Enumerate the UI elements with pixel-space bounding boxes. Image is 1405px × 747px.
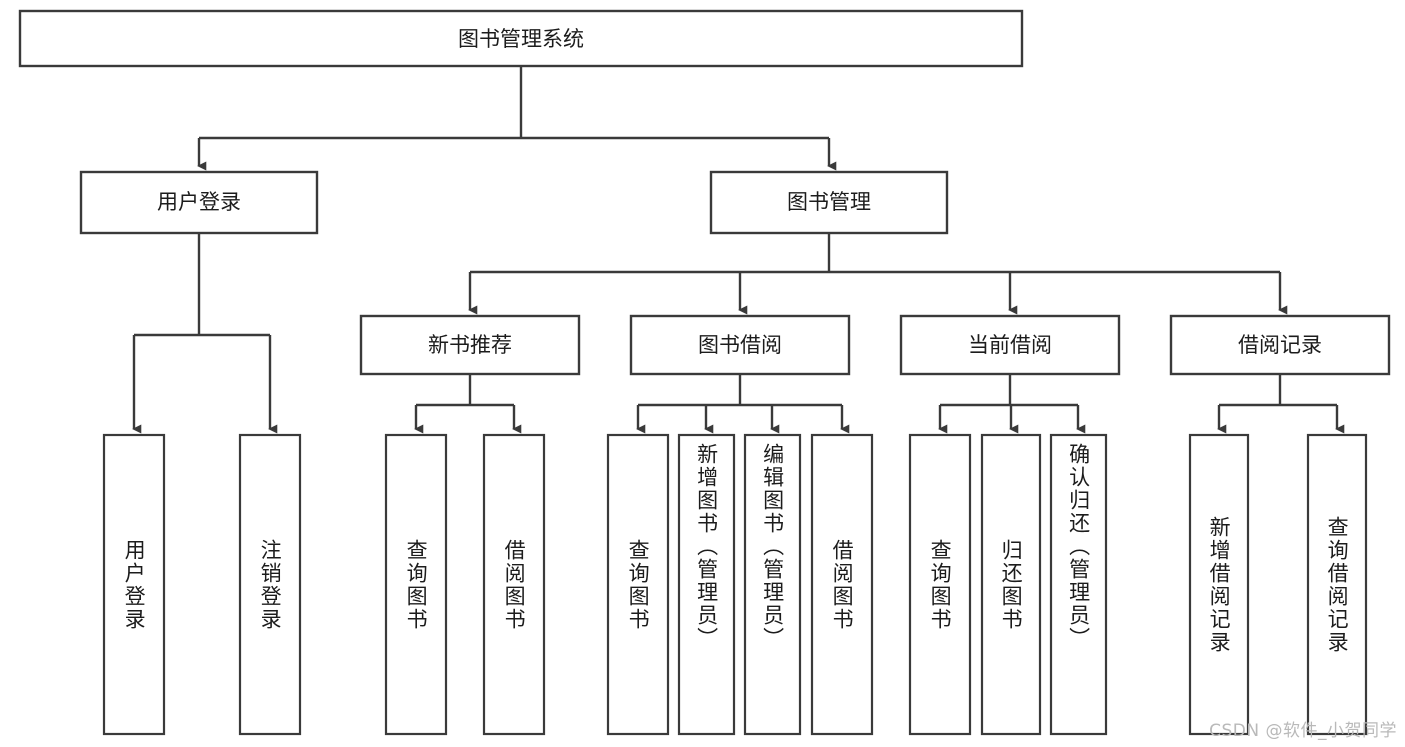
- node-user-login-box[interactable]: [79, 170, 319, 235]
- node-borrow-records-box[interactable]: [1169, 314, 1391, 376]
- leaf-box-user-login[interactable]: [102, 433, 166, 736]
- connector-group-book-mgmt: [468, 233, 1288, 315]
- node-current-borrow-label: 当前借阅: [968, 333, 1052, 357]
- leaf-box-query-book-borrow[interactable]: [606, 433, 670, 736]
- connector-group-borrow: [636, 374, 850, 434]
- leaf-box-query-book-current[interactable]: [908, 433, 972, 736]
- leaf-box-return-book[interactable]: [980, 433, 1042, 736]
- connector-group-user-login: [132, 233, 278, 434]
- leaf-box-borrow-book[interactable]: [810, 433, 874, 736]
- connector-group-current: [938, 374, 1086, 434]
- node-new-book-recommend-box[interactable]: [359, 314, 581, 376]
- node-root-box[interactable]: [18, 9, 1024, 68]
- node-current-borrow-box[interactable]: [899, 314, 1121, 376]
- node-current-borrow[interactable]: 当前借阅: [899, 314, 1121, 376]
- node-new-book-recommend-label: 新书推荐: [428, 333, 512, 357]
- leaf-box-edit-book-admin[interactable]: [743, 433, 802, 736]
- node-new-book-recommend[interactable]: 新书推荐: [359, 314, 581, 376]
- connector-group-records: [1217, 374, 1345, 434]
- node-book-management[interactable]: 图书管理: [709, 170, 949, 235]
- leaf-box-confirm-return-admin[interactable]: [1049, 433, 1108, 736]
- connector-group-new-books: [414, 374, 522, 434]
- node-book-borrow-box[interactable]: [629, 314, 851, 376]
- node-user-login[interactable]: 用户登录: [79, 170, 319, 235]
- leaf-box-logout[interactable]: [238, 433, 302, 736]
- node-root-label: 图书管理系统: [458, 27, 584, 51]
- node-book-management-label: 图书管理: [787, 190, 871, 214]
- node-root[interactable]: 图书管理系统: [18, 9, 1024, 68]
- connector-group-root: [197, 66, 837, 171]
- node-book-borrow[interactable]: 图书借阅: [629, 314, 851, 376]
- node-book-borrow-label: 图书借阅: [698, 333, 782, 357]
- leaf-box-add-book-admin[interactable]: [677, 433, 736, 736]
- leaf-box-query-record[interactable]: [1306, 433, 1368, 736]
- leaf-box-query-book-rec[interactable]: [384, 433, 448, 736]
- node-book-management-box[interactable]: [709, 170, 949, 235]
- csdn-watermark: CSDN @软件_小贺同学: [1209, 721, 1397, 741]
- node-user-login-label: 用户登录: [157, 190, 241, 214]
- node-borrow-records-label: 借阅记录: [1238, 333, 1322, 357]
- leaf-box-add-record[interactable]: [1188, 433, 1250, 736]
- leaf-box-borrow-book-rec[interactable]: [482, 433, 546, 736]
- node-borrow-records[interactable]: 借阅记录: [1169, 314, 1391, 376]
